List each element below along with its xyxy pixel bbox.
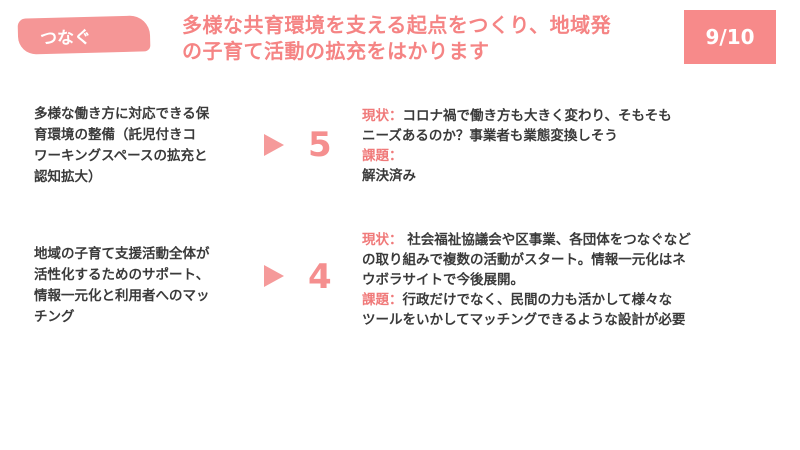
description-line: 活性化するためのサポート、 <box>34 267 210 283</box>
description-line: 多様な働き方に対応できる保 <box>34 106 210 122</box>
issue-line: 解決済み <box>362 168 416 184</box>
status-text: 社会福祉協議会や区事業、各団体をつなぐなど <box>402 232 691 248</box>
status-line: 現状：コロナ禍で働き方も大きく変わり、そもそも <box>362 106 672 126</box>
title-line: 多様な共育環境を支える起点をつくり、地域発 <box>182 13 612 37</box>
description-line: 育環境の整備（託児付きコ <box>34 127 196 143</box>
page-number: 9/10 <box>684 10 776 64</box>
title-line: の子育て活動の拡充をはかります <box>182 39 490 63</box>
status-line: ウボラサイトで今後展開。 <box>362 272 524 288</box>
page-title: 多様な共育環境を支える起点をつくり、地域発 の子育て活動の拡充をはかります <box>182 12 682 64</box>
arrow-right-icon <box>264 265 284 287</box>
row-1-status: 現状：コロナ禍で働き方も大きく変わり、そもそも ニーズあるのか？事業者も業態変換… <box>362 106 672 186</box>
description-line: 認知拡大） <box>34 169 102 185</box>
row-2-status: 現状： 社会福祉協議会や区事業、各団体をつなぐなど の取り組みで複数の活動がスタ… <box>362 230 691 330</box>
status-line: の取り組みで複数の活動がスタート。情報一元化はネ <box>362 252 686 268</box>
issue-label: 課題： <box>362 148 403 164</box>
row-1-description: 多様な働き方に対応できる保 育環境の整備（託児付きコ ワーキングスペースの拡充と… <box>34 104 209 188</box>
row-2-score: 4 <box>308 257 332 297</box>
status-line: ニーズあるのか？事業者も業態変換しそう <box>362 128 618 144</box>
issue-line: ツールをいかしてマッチングできるような設計が必要 <box>362 312 686 328</box>
status-label: 現状： <box>362 232 403 248</box>
row-1-score: 5 <box>308 125 332 165</box>
issue-label: 課題： <box>362 292 403 308</box>
category-tag: つなぐ <box>17 15 151 55</box>
issue-line: 課題：行政だけでなく、民間の力も活かして様々な <box>362 290 691 310</box>
description-line: 情報一元化と利用者へのマッ <box>34 288 210 304</box>
status-label: 現状： <box>362 108 403 124</box>
description-line: 地域の子育て支援活動全体が <box>34 246 210 262</box>
status-text: コロナ禍で働き方も大きく変わり、そもそも <box>402 108 672 124</box>
status-line: 現状： 社会福祉協議会や区事業、各団体をつなぐなど <box>362 230 691 250</box>
issue-text: 行政だけでなく、民間の力も活かして様々な <box>402 292 673 308</box>
description-line: チング <box>34 309 75 325</box>
row-2-description: 地域の子育て支援活動全体が 活性化するためのサポート、 情報一元化と利用者へのマ… <box>34 244 210 328</box>
description-line: ワーキングスペースの拡充と <box>34 148 208 164</box>
arrow-right-icon <box>264 134 284 156</box>
